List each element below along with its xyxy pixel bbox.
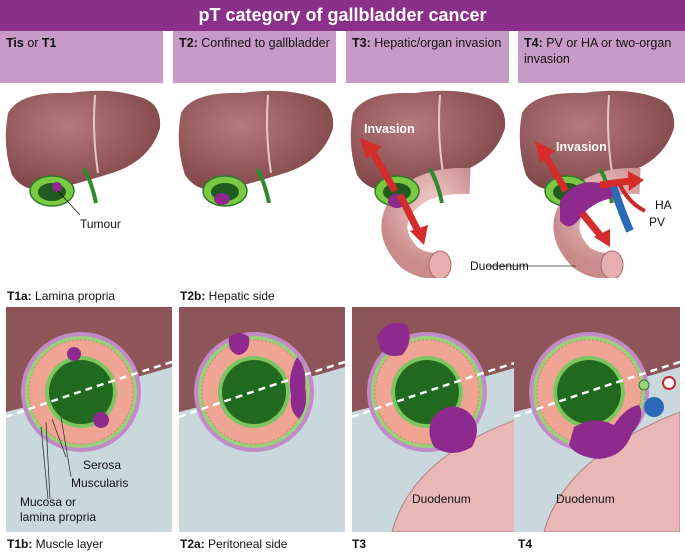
header-t3: T3: Hepatic/organ invasion	[346, 31, 509, 83]
t3-code: T3	[352, 537, 367, 551]
header-t4-text: PV or HA or two-organ invasion	[524, 36, 672, 66]
gallbladder-4	[544, 168, 614, 227]
invasion-arrows-3	[360, 138, 428, 245]
t1a-text: Lamina propria	[31, 289, 116, 303]
gallbladder-1	[29, 168, 98, 216]
header-t2-text: Confined to gallbladder	[197, 36, 330, 50]
duodenum-label: Duodenum	[470, 259, 529, 273]
tumour-t3-liver	[377, 322, 410, 357]
t2a-text: Peritoneal side	[204, 537, 288, 551]
ha-label: HA	[655, 198, 672, 212]
cross-section-t1	[6, 307, 172, 532]
duodenum-label-t4: Duodenum	[556, 492, 615, 506]
t1b-code: T1b:	[7, 537, 33, 551]
tumour-t4	[569, 405, 642, 459]
tumour-t2a	[289, 357, 307, 419]
tumour-t2b	[228, 333, 250, 355]
cross-section-t4	[514, 307, 680, 532]
t4-code: T4	[518, 537, 533, 551]
t1b-text: Muscle layer	[32, 537, 104, 551]
liver-2	[178, 90, 334, 191]
tumour-label: Tumour	[80, 217, 121, 231]
t2b-code: T2b:	[180, 289, 206, 303]
header-tis-label: Tis	[6, 36, 24, 50]
gallbladder-2	[202, 168, 271, 207]
header-tis-mid: or	[23, 36, 42, 50]
invasion-label-t3: Invasion	[364, 122, 415, 136]
liver-4	[519, 90, 675, 191]
cross-section-t3	[352, 307, 518, 532]
t1a-code: T1a:	[7, 289, 32, 303]
header-t3-label: T3:	[352, 36, 371, 50]
cross-section-t2	[179, 307, 345, 532]
t2b-text: Hepatic side	[205, 289, 275, 303]
mucosa-label: Mucosa or lamina propria	[20, 495, 97, 524]
sublabel-t1b: T1b: Muscle layer	[7, 537, 103, 551]
diagram-title: pT category of gallbladder cancer	[0, 0, 685, 31]
tumour-t3-duodenum	[429, 406, 477, 453]
header-t3-text: Hepatic/organ invasion	[370, 36, 502, 50]
invasion-label-t4: Invasion	[556, 140, 607, 154]
serosa-label: Serosa	[83, 458, 122, 472]
tumour-1	[52, 182, 62, 192]
liver-illustrations	[5, 90, 675, 278]
tumour-t1a	[67, 347, 81, 361]
header-t2-label: T2:	[179, 36, 198, 50]
liver-3	[350, 90, 506, 191]
header-t4-label: T4:	[524, 36, 543, 50]
sublabel-t1a: T1a: Lamina propria	[7, 289, 115, 303]
sublabel-t2a: T2a: Peritoneal side	[180, 537, 287, 551]
t2a-code: T2a:	[180, 537, 205, 551]
liver-1	[5, 90, 161, 191]
sublabel-t3: T3	[352, 537, 366, 551]
tumour-4	[560, 182, 613, 227]
invasion-arrows-4	[535, 141, 644, 247]
header-t4: T4: PV or HA or two-organ invasion	[518, 31, 685, 83]
header-t1-label: T1	[41, 36, 57, 50]
portal-vein	[644, 397, 664, 417]
sublabel-t4: T4	[518, 537, 532, 551]
sublabel-t2b: T2b: Hepatic side	[180, 289, 275, 303]
header-tis-t1: Tis or T1	[0, 31, 163, 83]
duodenum-3	[381, 167, 471, 278]
duodenum-label-t3: Duodenum	[412, 492, 471, 506]
muscularis-label: Muscularis	[71, 476, 129, 490]
header-t2: T2: Confined to gallbladder	[173, 31, 336, 83]
tumour-t1b	[93, 412, 109, 428]
tumour-2	[214, 193, 230, 205]
pv-label: PV	[649, 215, 666, 229]
